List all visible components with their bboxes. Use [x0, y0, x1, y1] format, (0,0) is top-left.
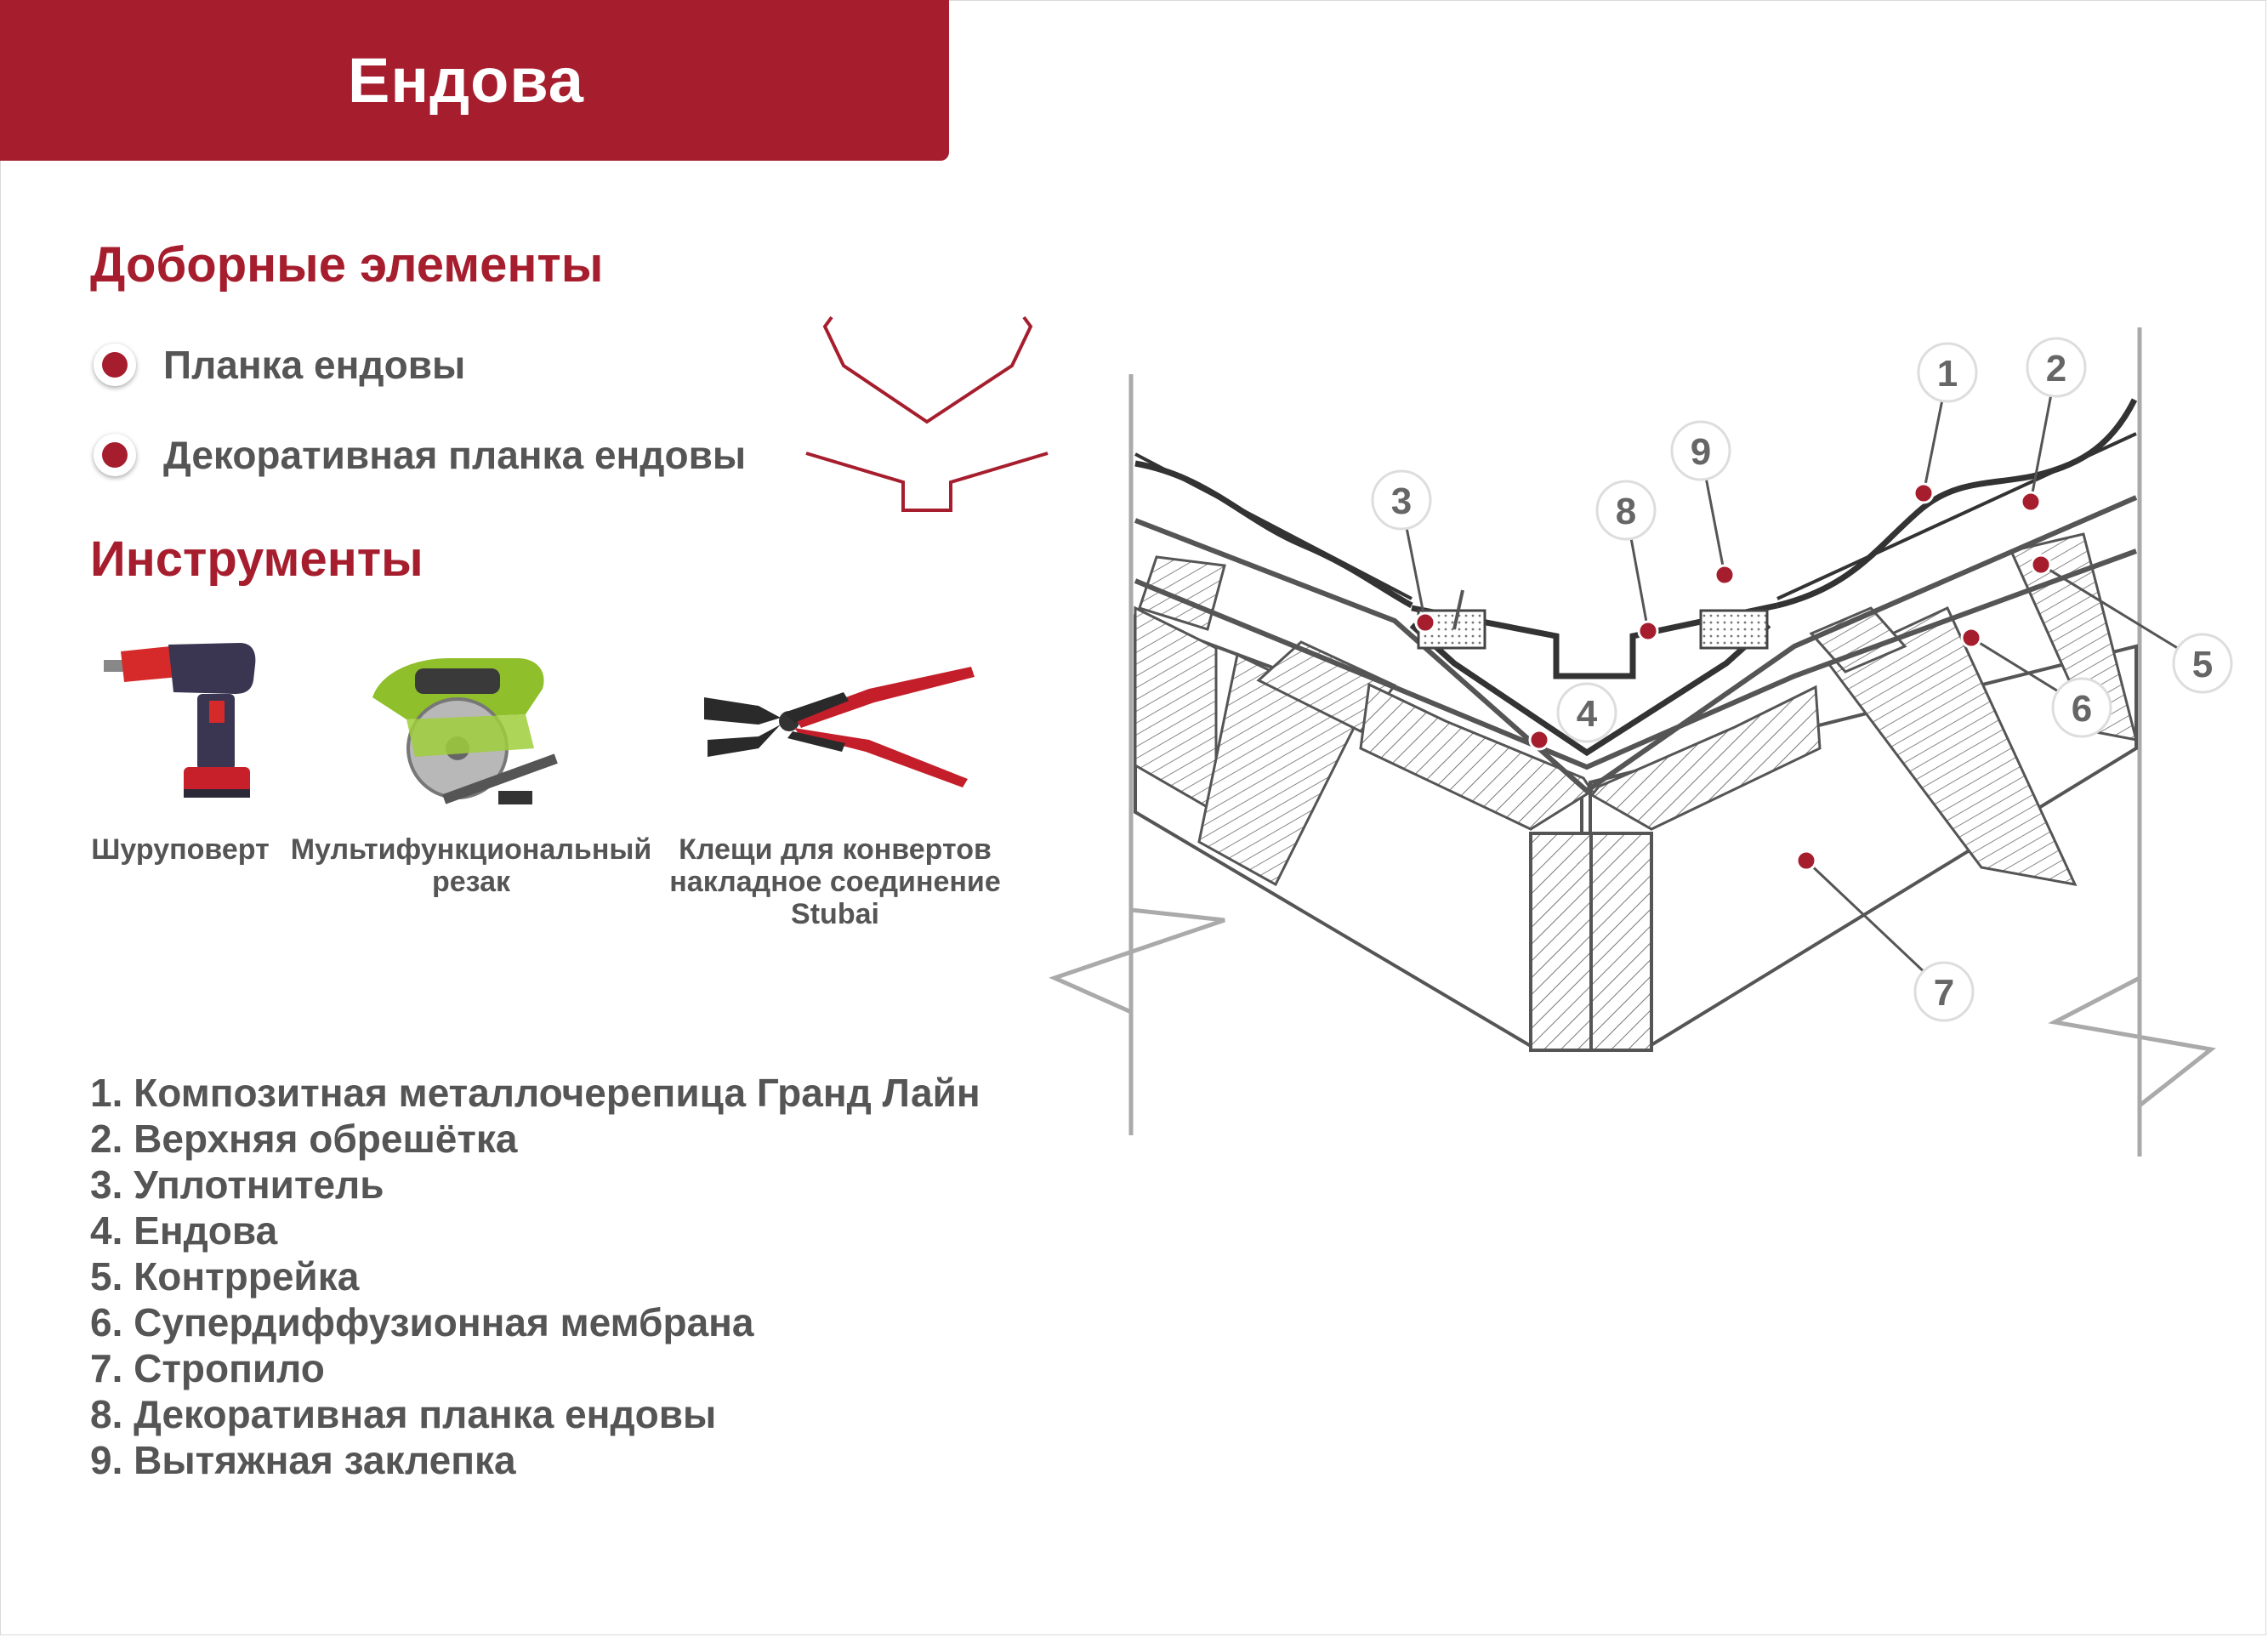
legend-item: 5. Контррейка: [90, 1254, 360, 1299]
accessories-heading: Доборные элементы: [90, 237, 604, 293]
legend-item: 6. Супердиффузионная мембрана: [90, 1300, 754, 1344]
legend-item: 1. Композитная металлочерепица Гранд Лай…: [90, 1071, 981, 1115]
accessory-item-valley-plank: Планка ендовы: [94, 342, 465, 388]
legend-item: 7. Стропило: [90, 1346, 325, 1390]
accessory-label: Планка ендовы: [163, 343, 466, 387]
svg-text:9: 9: [1691, 431, 1711, 473]
accessory-item-decorative-plank: Декоративная планка ендовы: [94, 432, 746, 478]
svg-text:1: 1: [1937, 353, 1958, 395]
callouts: 1 2 3 4 5 6 7 8 9: [1371, 337, 2233, 1022]
legend-item: 9. Вытяжная заклепка: [90, 1438, 516, 1482]
callout-5: 5: [2172, 633, 2233, 694]
membrane-6: [1134, 495, 2138, 794]
callout-6: 6: [2051, 677, 2112, 738]
wall-outline: [1049, 327, 2216, 1157]
callout-2: 2: [2026, 337, 2087, 398]
bullet-icon: [94, 434, 136, 476]
sheathing: [1359, 682, 1822, 831]
valley-plank-profile-icon: [822, 315, 1033, 424]
svg-text:7: 7: [1934, 972, 1954, 1014]
page-title: Ендова: [348, 45, 584, 116]
callout-8: 8: [1595, 480, 1657, 541]
tool-caption-pliers: Клещи для конвертов накладное соединение…: [669, 833, 1001, 930]
valley-plank-4: [1409, 622, 1771, 757]
legend-item: 3. Уплотнитель: [90, 1162, 384, 1207]
legend-item: 2. Верхняя обрешётка: [90, 1117, 518, 1161]
pliers-icon: [704, 667, 975, 787]
decorative-plank-profile-icon: [805, 452, 1049, 512]
callout-9: 9: [1670, 420, 1731, 481]
accessory-label: Декоративная планка ендовы: [163, 433, 747, 477]
screwdriver-icon: [104, 643, 256, 798]
callout-markers: [1414, 482, 2052, 872]
callout-4: 4: [1556, 682, 1617, 743]
callout-3: 3: [1371, 469, 1432, 531]
svg-text:5: 5: [2192, 644, 2213, 685]
legend-list: 1. Композитная металлочерепица Гранд Лай…: [90, 1070, 981, 1483]
callout-leaders: [1400, 367, 2203, 992]
bullet-icon: [94, 344, 136, 386]
legend-item: 4. Ендова: [90, 1208, 278, 1253]
tool-caption-screwdriver: Шуруповерт: [91, 833, 270, 866]
svg-text:8: 8: [1616, 491, 1636, 532]
callout-7: 7: [1913, 961, 1975, 1022]
svg-text:6: 6: [2072, 688, 2092, 730]
multi-cutter-icon: [372, 658, 558, 804]
tool-caption-multi-cutter: Мультифункциональный резак: [290, 833, 652, 898]
callout-1: 1: [1917, 342, 1978, 403]
svg-text:2: 2: [2046, 348, 2066, 389]
svg-text:4: 4: [1577, 693, 1598, 735]
legend-item: 8. Декоративная планка ендовы: [90, 1392, 717, 1436]
tools-heading: Инструменты: [90, 531, 423, 587]
svg-text:3: 3: [1391, 480, 1412, 522]
header-bar: Ендова: [0, 0, 949, 161]
sealant-3-right: [1699, 609, 1769, 650]
